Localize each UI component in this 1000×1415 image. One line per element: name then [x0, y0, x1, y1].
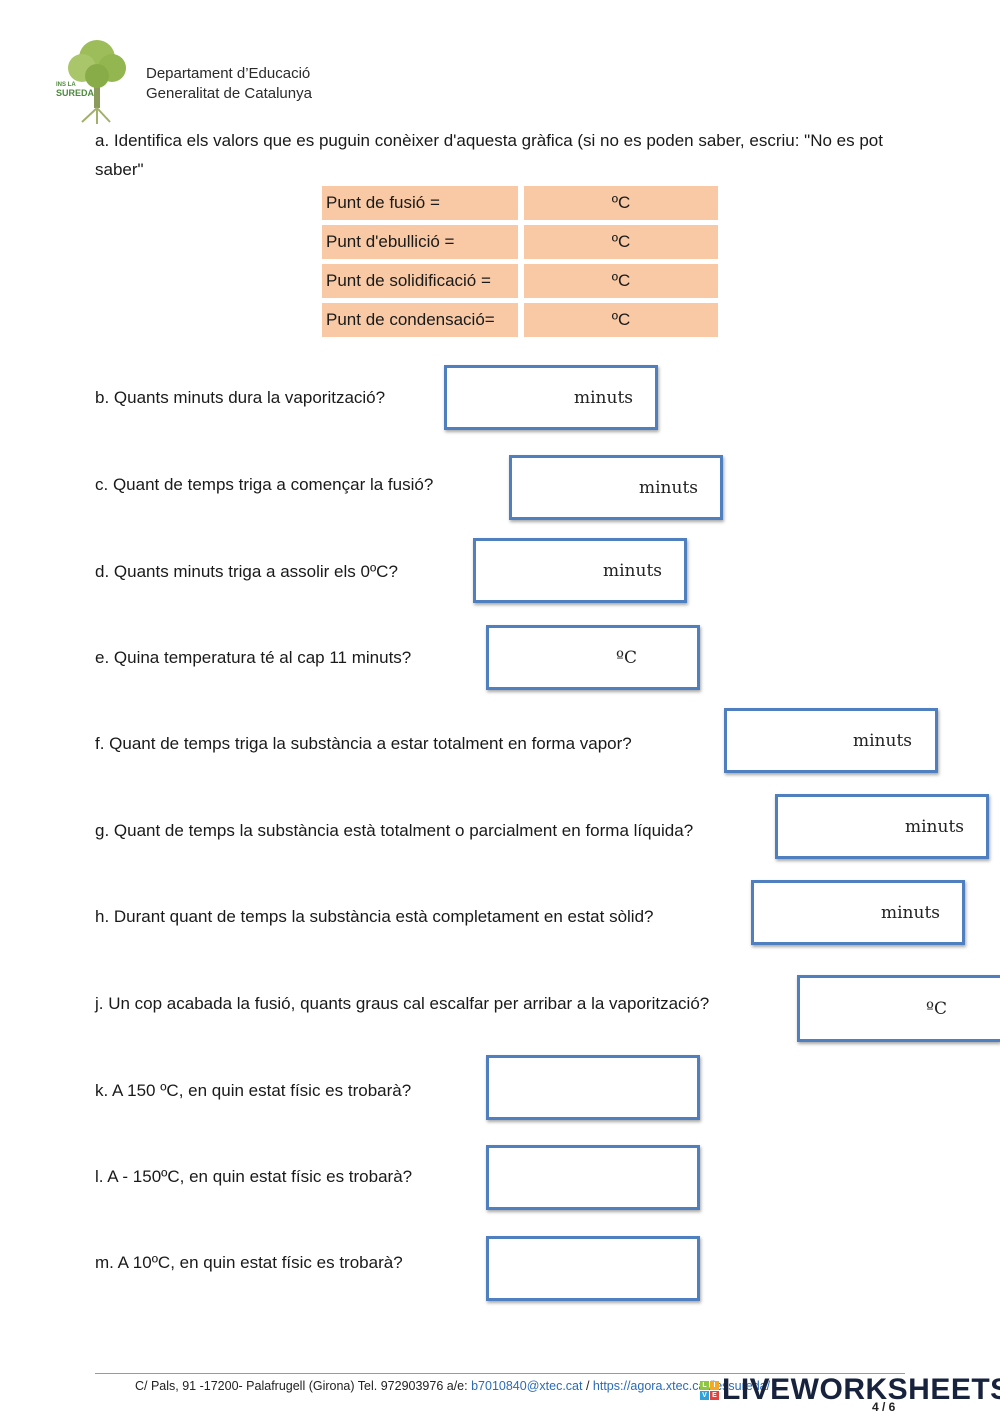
question-j-text: j. Un cop acabada la fusió, quants graus…: [95, 994, 710, 1013]
logo-letter-l: L: [700, 1380, 709, 1390]
footer-email-link[interactable]: b7010840@xtec.cat: [471, 1379, 583, 1393]
government-name: Generalitat de Catalunya: [146, 85, 312, 102]
footer-divider: [95, 1373, 905, 1374]
table-row: Punt d'ebullició = ºC: [320, 225, 720, 259]
department-heading: Departament d’Educació Generalitat de Ca…: [146, 64, 312, 104]
logo-text-1: INS LA: [56, 82, 76, 88]
answer-g-input[interactable]: minuts: [775, 794, 989, 859]
answer-k-input[interactable]: [486, 1055, 700, 1120]
footer-address: C/ Pals, 91 -17200- Palafrugell (Girona)…: [135, 1379, 472, 1393]
answer-e-input[interactable]: ºC: [486, 625, 700, 690]
logo-letter-i: I: [710, 1380, 719, 1390]
values-table: Punt de fusió = ºC Punt d'ebullició = ºC…: [320, 186, 720, 342]
answer-j-input[interactable]: ºC: [797, 975, 1000, 1042]
school-logo: INS LA SUREDA: [56, 40, 126, 124]
melting-point-label: Punt de fusió =: [322, 186, 518, 220]
boiling-point-input[interactable]: ºC: [524, 225, 718, 259]
question-d-text: d. Quants minuts triga a assolir els 0ºC…: [95, 562, 398, 581]
question-h-text: h. Durant quant de temps la substància e…: [95, 907, 654, 926]
answer-c-input[interactable]: minuts: [509, 455, 723, 520]
boiling-point-label: Punt d'ebullició =: [322, 225, 518, 259]
answer-d-input[interactable]: minuts: [473, 538, 687, 603]
unit-label: minuts: [603, 560, 663, 581]
tree-icon: [68, 40, 126, 124]
unit-label: minuts: [639, 477, 699, 498]
table-row: Punt de condensació= ºC: [320, 303, 720, 337]
condensation-point-input[interactable]: ºC: [524, 303, 718, 337]
question-e-text: e. Quina temperatura té al cap 11 minuts…: [95, 648, 412, 667]
question-l-text: l. A - 150ºC, en quin estat físic es tro…: [95, 1167, 413, 1186]
answer-b-input[interactable]: minuts: [444, 365, 658, 430]
question-k-text: k. A 150 ºC, en quin estat físic es trob…: [95, 1081, 412, 1100]
answer-h-input[interactable]: minuts: [751, 880, 965, 945]
liveworksheets-logo[interactable]: L I V E LIVEWORKSHEETS: [700, 1373, 1000, 1406]
liveworksheets-grid-icon: L I V E: [700, 1380, 719, 1400]
footer-url-link[interactable]: https://agora.xtec.cat/iessureda/: [592, 1379, 771, 1393]
solidification-point-label: Punt de solidificació =: [322, 264, 518, 298]
answer-m-input[interactable]: [486, 1236, 700, 1301]
condensation-point-label: Punt de condensació=: [322, 303, 518, 337]
question-a-text: a. Identifica els valors que es puguin c…: [95, 131, 883, 179]
question-b-text: b. Quants minuts dura la vaporització?: [95, 388, 386, 407]
answer-f-input[interactable]: minuts: [724, 708, 938, 773]
unit-label: minuts: [905, 816, 965, 837]
question-f-text: f. Quant de temps triga la substància a …: [95, 734, 632, 753]
unit-label: minuts: [574, 387, 634, 408]
unit-label: minuts: [881, 902, 941, 923]
question-g-text: g. Quant de temps la substància està tot…: [95, 821, 694, 840]
table-row: Punt de fusió = ºC: [320, 186, 720, 220]
liveworksheets-wordmark: LIVEWORKSHEETS: [722, 1373, 1000, 1406]
question-c-text: c. Quant de temps triga a començar la fu…: [95, 475, 434, 494]
question-m-text: m. A 10ºC, en quin estat físic es trobar…: [95, 1253, 403, 1272]
unit-label: ºC: [616, 647, 638, 668]
unit-label: ºC: [926, 998, 948, 1019]
footer-contact: C/ Pals, 91 -17200- Palafrugell (Girona)…: [135, 1379, 770, 1393]
unit-label: minuts: [853, 730, 913, 751]
page-number: 4 / 6: [872, 1400, 896, 1414]
footer-separator: /: [582, 1379, 593, 1393]
melting-point-input[interactable]: ºC: [524, 186, 718, 220]
logo-letter-v: V: [700, 1390, 709, 1400]
logo-letter-e: E: [710, 1390, 719, 1400]
table-row: Punt de solidificació = ºC: [320, 264, 720, 298]
department-name: Departament d’Educació: [146, 65, 311, 82]
answer-l-input[interactable]: [486, 1145, 700, 1210]
logo-text-2: SUREDA: [56, 88, 95, 98]
solidification-point-input[interactable]: ºC: [524, 264, 718, 298]
